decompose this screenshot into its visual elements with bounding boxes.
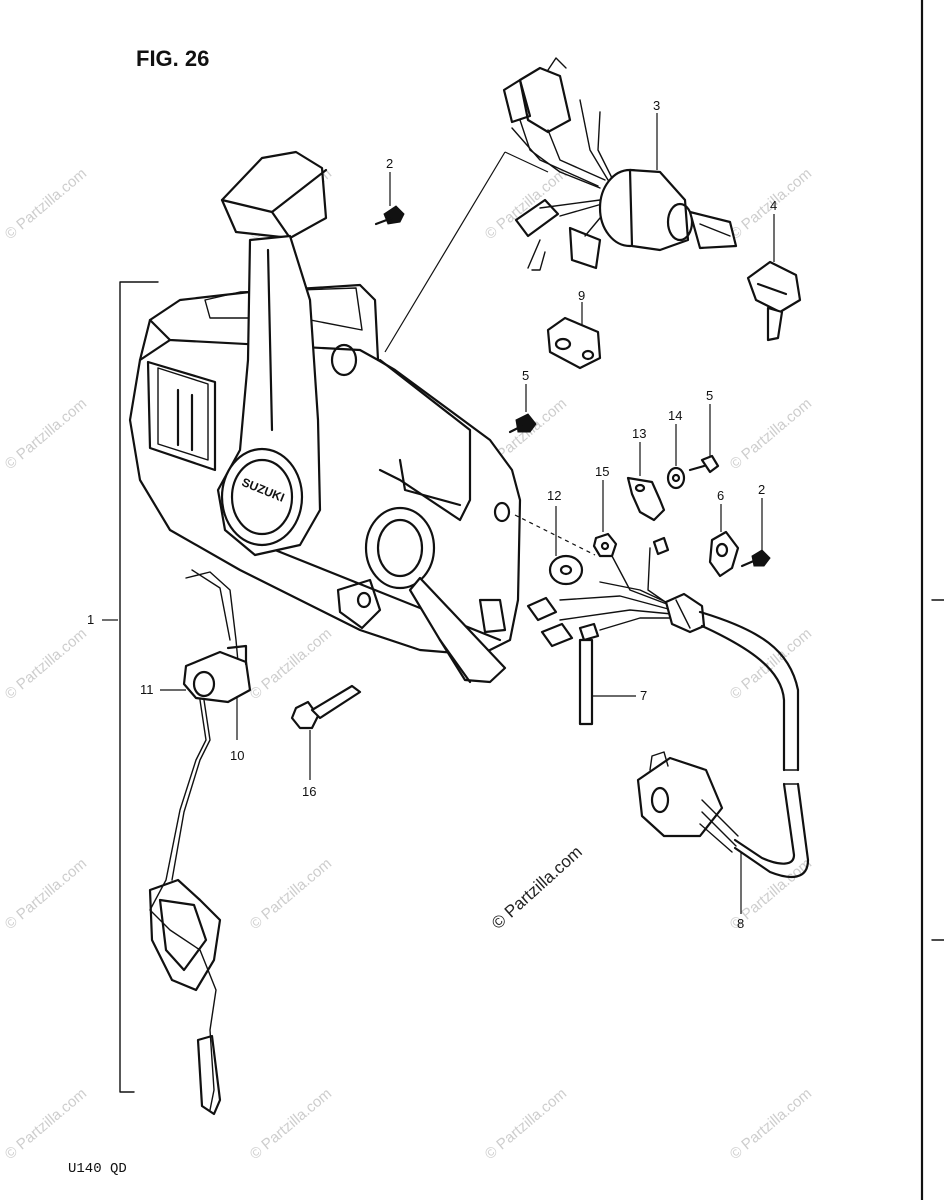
cable-clamp-6: [708, 504, 740, 578]
grommet-12: [548, 506, 584, 586]
clamp-block: [546, 302, 602, 370]
watermark: © Partzilla.com: [2, 395, 90, 473]
throttle-lever: SUZUKI: [216, 150, 328, 557]
ignition-key: [746, 214, 802, 342]
screw-5-left: [508, 384, 537, 434]
screw-2-top: [374, 172, 405, 226]
callout-number: 10: [230, 748, 244, 763]
watermark: © Partzilla.com: [2, 1085, 90, 1163]
watermark: © Partzilla.com: [727, 625, 815, 703]
bolt-16: [290, 684, 362, 780]
remote-control-box: [128, 283, 522, 657]
callout-number: 14: [668, 408, 682, 423]
assembly-line: [514, 514, 596, 556]
callout-number: 7: [640, 688, 647, 703]
washer-14: [666, 424, 686, 490]
screw-2-right: [740, 498, 771, 568]
watermark: © Partzilla.com: [247, 1085, 335, 1163]
callout-labels: 1 2 3 4 9 5 14 13 5 15 12 6 2 7 8 11 10 …: [87, 98, 777, 931]
watermark: © Partzilla.com: [727, 395, 815, 473]
wiring-harness: [526, 536, 810, 914]
bracket-part-1: [102, 281, 159, 1093]
bracket-13: [626, 442, 666, 522]
watermark: © Partzilla.com: [247, 855, 335, 933]
callout-number: 13: [632, 426, 646, 441]
stop-switch-lanyard: [148, 569, 252, 1116]
watermark: © Partzilla.com: [482, 1085, 570, 1163]
watermark-grid: © Partzilla.com © Partzilla.com © Partzi…: [2, 165, 815, 1163]
callout-number: 2: [386, 156, 393, 171]
warmup-lever: [364, 506, 507, 684]
assembly-line: [504, 151, 549, 173]
figure-title: FIG. 26: [136, 46, 209, 71]
callout-number: 2: [758, 482, 765, 497]
assembly-line: [384, 151, 506, 353]
watermark: © Partzilla.com: [727, 1085, 815, 1163]
callout-number: 5: [522, 368, 529, 383]
callout-number: 6: [717, 488, 724, 503]
callout-number: 9: [578, 288, 585, 303]
callout-number: 16: [302, 784, 316, 799]
watermark: © Partzilla.com: [2, 855, 90, 933]
callout-number: 8: [737, 916, 744, 931]
key-switch: [502, 57, 738, 271]
watermark: © Partzilla.com: [2, 165, 90, 243]
watermark: © Partzilla.com: [247, 625, 335, 703]
callout-number: 1: [87, 612, 94, 627]
nut-15-top: [592, 480, 618, 558]
callout-number: 15: [595, 464, 609, 479]
callout-number: 4: [770, 198, 777, 213]
callout-number: 3: [653, 98, 660, 113]
watermark-main: © Partzilla.com: [488, 842, 586, 933]
figure-code: U140 QD: [68, 1161, 127, 1177]
callout-number: 12: [547, 488, 561, 503]
watermark: © Partzilla.com: [2, 625, 90, 703]
screw-5-right: [688, 404, 720, 474]
callout-number: 11: [140, 682, 154, 697]
callout-number: 5: [706, 388, 713, 403]
